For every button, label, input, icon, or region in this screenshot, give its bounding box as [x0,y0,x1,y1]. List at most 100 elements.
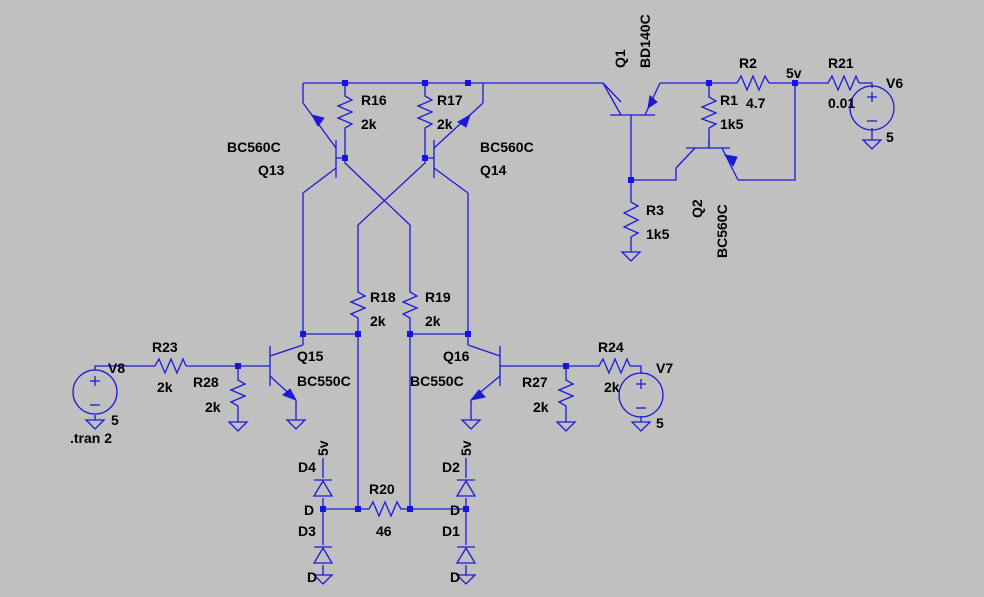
r18-value-label: 2k [370,313,386,329]
R2-body [733,74,770,92]
q15-model-label: BC550C [297,373,351,389]
ground-icon [630,421,652,432]
R23-body [150,357,187,375]
Q13-symbol [302,102,345,194]
ground-symbols [84,139,883,585]
ground-icon [460,419,482,430]
R3-body [622,195,640,240]
ground-icon [555,421,577,432]
d4-ref-label: D4 [298,459,316,475]
ground-icon [455,574,477,585]
q14-model-label: BC560C [480,139,534,155]
v7-ref-label: V7 [656,360,673,376]
q2-ref-label: Q2 [689,199,705,218]
d2-supply-label: 5v [458,440,474,456]
ground-icon [227,421,249,432]
r16-value-label: 2k [361,116,377,132]
d2-model-label: D [450,502,460,518]
Q15-symbol [269,344,304,401]
q14-ref-label: Q14 [480,162,507,178]
R27-body [557,374,575,410]
r28-value-label: 2k [205,399,221,415]
q2-model-label: BC560C [714,204,730,258]
ground-icon [84,419,106,430]
d1-ref-label: D1 [442,523,460,539]
r27-ref-label: R27 [522,374,548,390]
tran-directive-label: .tran 2 [70,430,112,446]
r3-ref-label: R3 [646,202,664,218]
V6-symbol [849,85,895,131]
D4-symbol [312,479,334,497]
ground-icon [312,574,334,585]
R19-body [401,288,419,320]
r17-value-label: 2k [437,116,453,132]
R18-body [349,288,367,320]
Q2-symbol [675,140,739,181]
r21-value-label: 0.01 [828,95,855,111]
V7-symbol [618,372,664,418]
v6-ref-label: V6 [886,75,903,91]
R28-body [229,374,247,410]
transistors [269,82,739,401]
q16-ref-label: Q16 [443,348,470,364]
r17-ref-label: R17 [437,92,463,108]
r2-value-label: 4.7 [746,95,766,111]
junction-dots [235,80,798,512]
voltage-sources [72,85,895,418]
q16-model-label: BC550C [410,373,464,389]
r16-ref-label: R16 [361,92,387,108]
r19-value-label: 2k [425,313,441,329]
Q14-symbol [425,102,484,194]
D2-symbol [455,479,477,497]
q1-model-label: BD140C [637,14,653,68]
q13-model-label: BC560C [227,139,281,155]
r20-ref-label: R20 [369,481,395,497]
d2-ref-label: D2 [442,459,460,475]
V8-symbol [72,369,118,415]
ground-icon [861,139,883,150]
wires [94,82,873,575]
d4-supply-label: 5v [315,440,331,456]
v8-value-label: 5 [111,412,119,428]
r18-ref-label: R18 [370,289,396,305]
d3-ref-label: D3 [298,523,316,539]
r20-value-label: 46 [376,523,392,539]
resistors [150,74,860,518]
d4-model-label: D [304,502,314,518]
r1-value-label: 1k5 [720,116,744,132]
q15-ref-label: Q15 [297,348,324,364]
R20-body [365,500,404,518]
D3-symbol [312,546,334,564]
D1-symbol [455,546,477,564]
r23-ref-label: R23 [152,339,178,355]
v8-ref-label: V8 [108,360,125,376]
ground-icon [285,419,307,430]
r19-ref-label: R19 [425,289,451,305]
ground-icon [620,251,642,262]
component-labels: Q1 BD140C Q2 BC560C BC560C Q13 BC560C Q1… [70,14,903,585]
r2-ref-label: R2 [739,55,757,71]
R1-body [700,90,718,129]
r23-value-label: 2k [157,379,173,395]
v6-value-label: 5 [886,129,894,145]
q1-ref-label: Q1 [612,49,628,68]
r24-value-label: 2k [604,379,620,395]
q13-ref-label: Q13 [258,162,285,178]
R17-body [416,90,434,130]
v7-value-label: 5 [656,415,664,431]
d3-model-label: D [307,569,317,585]
supply-net-label: 5v [786,65,802,81]
R21-body [824,74,860,92]
R24-body [594,357,631,375]
Q16-symbol [467,344,501,401]
r1-ref-label: R1 [720,92,738,108]
r24-ref-label: R24 [598,339,624,355]
Q1-symbol [602,82,661,120]
d1-model-label: D [450,569,460,585]
r28-ref-label: R28 [193,374,219,390]
r27-value-label: 2k [533,399,549,415]
r21-ref-label: R21 [828,55,854,71]
r3-value-label: 1k5 [646,226,670,242]
